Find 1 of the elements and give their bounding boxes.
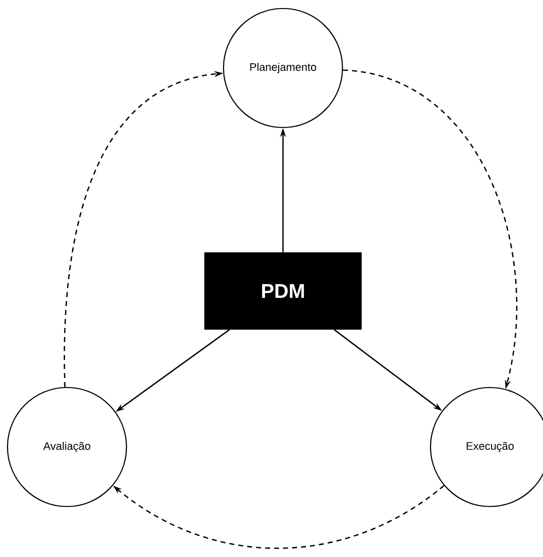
- center-box: PDM: [204, 252, 362, 330]
